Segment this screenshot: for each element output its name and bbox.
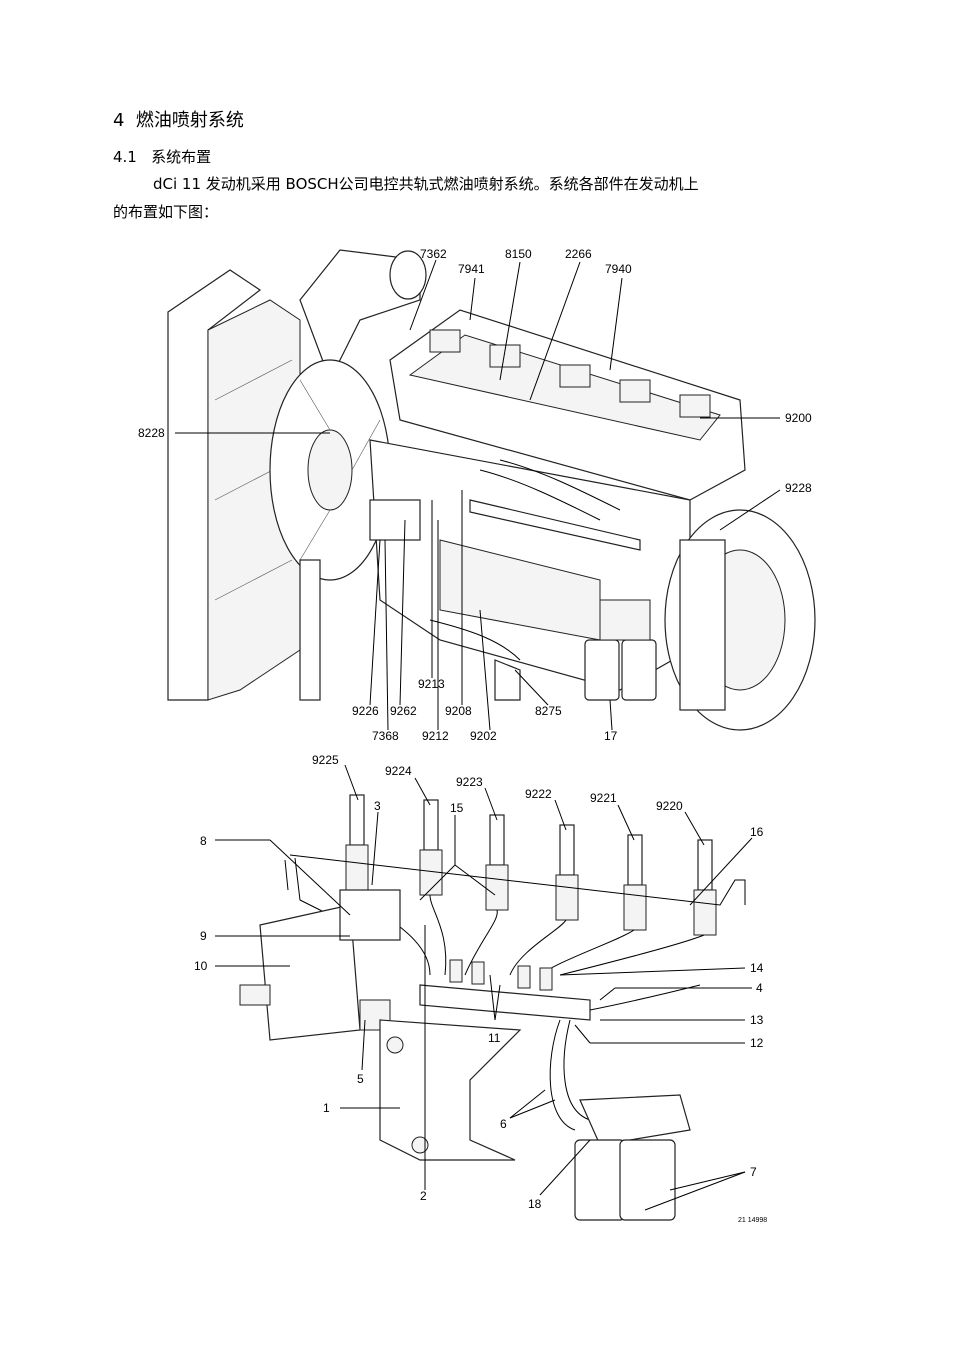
callout-9222: 9222 bbox=[525, 787, 552, 801]
callout-3: 3 bbox=[374, 799, 381, 813]
callout-10: 10 bbox=[194, 959, 208, 973]
callout-9212: 9212 bbox=[422, 729, 449, 743]
fuel-system-drawing bbox=[239, 794, 746, 1221]
subsection-title: 系统布置 bbox=[151, 148, 212, 166]
callout-17: 17 bbox=[604, 729, 618, 743]
callout-15: 15 bbox=[450, 801, 464, 815]
callout-9223: 9223 bbox=[456, 775, 483, 789]
callout-9200: 9200 bbox=[785, 411, 812, 425]
injectors bbox=[345, 794, 717, 936]
callout-9202: 9202 bbox=[470, 729, 497, 743]
callout-9225: 9225 bbox=[312, 753, 339, 767]
callout-9: 9 bbox=[200, 929, 207, 943]
callout-7: 7 bbox=[750, 1165, 757, 1179]
callout-2266: 2266 bbox=[565, 247, 592, 261]
callout-8275: 8275 bbox=[535, 704, 562, 718]
callout-16: 16 bbox=[750, 825, 764, 839]
bottom-callouts: 9225 9224 9223 9222 9221 9220 3 15 16 8 … bbox=[194, 753, 767, 1224]
callout-9224: 9224 bbox=[385, 764, 412, 778]
section-number: 4 bbox=[113, 110, 125, 131]
callout-9208: 9208 bbox=[445, 704, 472, 718]
subsection-number: 4.1 bbox=[113, 148, 137, 166]
callout-9221: 9221 bbox=[590, 791, 617, 805]
subsection-heading: 4.1 系统布置 bbox=[113, 146, 211, 167]
figure-code: 21 14998 bbox=[738, 1217, 767, 1224]
callout-7941: 7941 bbox=[458, 262, 485, 276]
callout-2: 2 bbox=[420, 1189, 427, 1203]
callout-8150: 8150 bbox=[505, 247, 532, 261]
callout-8: 8 bbox=[200, 834, 207, 848]
callout-1: 1 bbox=[323, 1101, 330, 1115]
callout-11: 11 bbox=[488, 1031, 501, 1045]
top-leader-lines bbox=[175, 259, 781, 731]
paragraph-line-1: dCi 11 发动机采用 BOSCH公司电控共轨式燃油喷射系统。系统各部件在发动… bbox=[153, 175, 699, 193]
callout-7368: 7368 bbox=[372, 729, 399, 743]
callout-7940: 7940 bbox=[605, 262, 632, 276]
section-heading: 4 燃油喷射系统 bbox=[113, 106, 244, 132]
section-title: 燃油喷射系统 bbox=[135, 110, 244, 131]
callout-4: 4 bbox=[756, 981, 763, 995]
callout-12: 12 bbox=[750, 1036, 764, 1050]
callout-5: 5 bbox=[357, 1072, 364, 1086]
callout-9228: 9228 bbox=[785, 481, 812, 495]
top-callouts: 7362 7941 8150 2266 7940 9200 9228 8228 … bbox=[138, 247, 812, 743]
callout-8228: 8228 bbox=[138, 426, 165, 440]
bottom-leader-lines bbox=[215, 764, 753, 1211]
intro-paragraph: dCi 11 发动机采用 BOSCH公司电控共轨式燃油喷射系统。系统各部件在发动… bbox=[113, 170, 833, 226]
callout-9213: 9213 bbox=[418, 677, 445, 691]
paragraph-line-2: 的布置如下图： bbox=[113, 203, 219, 221]
callout-9226: 9226 bbox=[352, 704, 379, 718]
callout-18: 18 bbox=[528, 1197, 542, 1211]
engine-drawing bbox=[167, 249, 816, 731]
callout-14: 14 bbox=[750, 961, 764, 975]
callout-7362: 7362 bbox=[420, 247, 447, 261]
callout-13: 13 bbox=[750, 1013, 764, 1027]
callout-6: 6 bbox=[500, 1117, 507, 1131]
callout-9220: 9220 bbox=[656, 799, 683, 813]
callout-9262: 9262 bbox=[390, 704, 417, 718]
